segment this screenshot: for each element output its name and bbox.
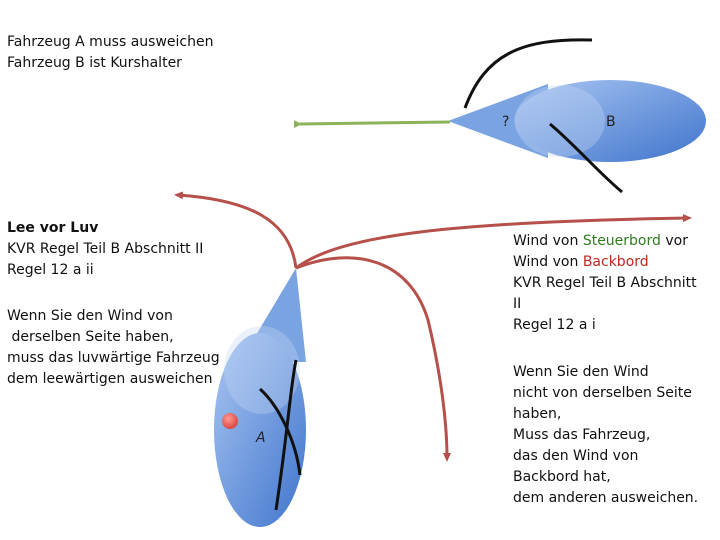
- right-rule-body-2: nicht von derselben Seite: [513, 385, 692, 401]
- header-line-1: Fahrzeug A muss ausweichen: [7, 34, 214, 50]
- question-label: ?: [502, 114, 509, 130]
- vessel-a-hull: [214, 333, 306, 527]
- left-rule-body-4: dem leewärtigen ausweichen: [7, 371, 213, 387]
- right-rule-body-6: Backbord hat,: [513, 469, 611, 485]
- right-rule-line-1: Wind von Steuerbord vor: [513, 233, 688, 249]
- right-rule-body-5: das den Wind von: [513, 448, 639, 464]
- red-arrow-to-left: [174, 191, 298, 269]
- left-rule-body-2: derselben Seite haben,: [7, 329, 174, 345]
- left-rule-body-1: Wenn Sie den Wind von: [7, 308, 173, 324]
- left-rule-ref-2: Regel 12 a ii: [7, 262, 94, 278]
- header-line-2: Fahrzeug B ist Kurshalter: [7, 55, 182, 71]
- sail-b-upper: [463, 38, 593, 109]
- vessel-b: [448, 80, 706, 162]
- left-rule-title: Lee vor Luv: [7, 220, 99, 236]
- green-arrow: [293, 120, 451, 129]
- sail-a-lower: [258, 387, 302, 476]
- left-rule-ref-1: KVR Regel Teil B Abschnitt II: [7, 241, 204, 257]
- right-rule-body-1: Wenn Sie den Wind: [513, 364, 649, 380]
- vessel-b-hull-shade: [515, 85, 605, 157]
- right-rule-body-7: dem anderen ausweichen.: [513, 490, 699, 506]
- vessel-b-bow: [448, 84, 548, 158]
- red-arrow-to-right: [295, 214, 692, 270]
- windward-marker: [222, 413, 238, 429]
- right-rule-ref-1: KVR Regel Teil B Abschnitt: [513, 275, 697, 291]
- vessel-a: [214, 268, 306, 527]
- highlight-steuerbord: Steuerbord: [582, 233, 661, 249]
- vessel-b-hull: [514, 80, 706, 162]
- right-rule-ref-3: Regel 12 a i: [513, 317, 596, 333]
- right-rule-line-2: Wind von Backbord: [513, 254, 649, 270]
- sail-b-lower: [549, 122, 623, 194]
- highlight-backbord: Backbord: [582, 254, 649, 270]
- right-rule-ref-2: II: [513, 296, 522, 312]
- red-arrow-down: [295, 256, 451, 462]
- sail-a-main: [274, 359, 298, 511]
- vessel-a-label: A: [255, 430, 266, 446]
- vessel-a-hull-shade: [224, 326, 300, 414]
- left-rule-body-3: muss das luvwärtige Fahrzeug: [7, 350, 220, 366]
- vessel-b-label: B: [606, 114, 616, 130]
- right-rule-body-3: haben,: [513, 406, 562, 422]
- right-rule-body-4: Muss das Fahrzeug,: [513, 427, 651, 443]
